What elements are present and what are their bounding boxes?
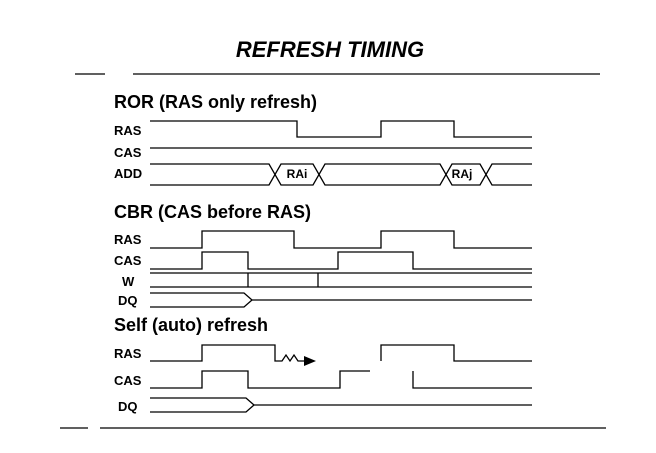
self-ras-waveform: [150, 344, 532, 363]
cbr-dq-label: DQ: [118, 293, 138, 308]
ror-address-rai: RAi: [287, 167, 308, 181]
cbr-dq-waveform: [150, 292, 532, 308]
self-ras-arrow-icon: [304, 356, 316, 366]
ror-add-waveform: [150, 163, 532, 186]
self-cas-waveform-tail: [412, 371, 532, 389]
self-cas-waveform: [150, 370, 370, 389]
ror-cas-label: CAS: [114, 145, 142, 160]
cbr-w-waveform: [150, 272, 532, 288]
self-dq-waveform: [150, 397, 532, 413]
self-heading: Self (auto) refresh: [114, 315, 268, 335]
cbr-heading: CBR (CAS before RAS): [114, 202, 311, 222]
cbr-cas-label: CAS: [114, 253, 142, 268]
cbr-ras-waveform: [150, 230, 532, 249]
self-ras-label: RAS: [114, 346, 142, 361]
page-title: REFRESH TIMING: [236, 37, 424, 62]
ror-heading: ROR (RAS only refresh): [114, 92, 317, 112]
ror-ras-label: RAS: [114, 123, 142, 138]
cbr-w-label: W: [122, 274, 135, 289]
ror-add-label: ADD: [114, 166, 142, 181]
cbr-ras-label: RAS: [114, 232, 142, 247]
self-cas-label: CAS: [114, 373, 142, 388]
self-dq-label: DQ: [118, 399, 138, 414]
ror-address-raj: RAj: [452, 167, 473, 181]
ror-ras-waveform: [150, 120, 532, 138]
cbr-cas-waveform: [150, 251, 532, 270]
